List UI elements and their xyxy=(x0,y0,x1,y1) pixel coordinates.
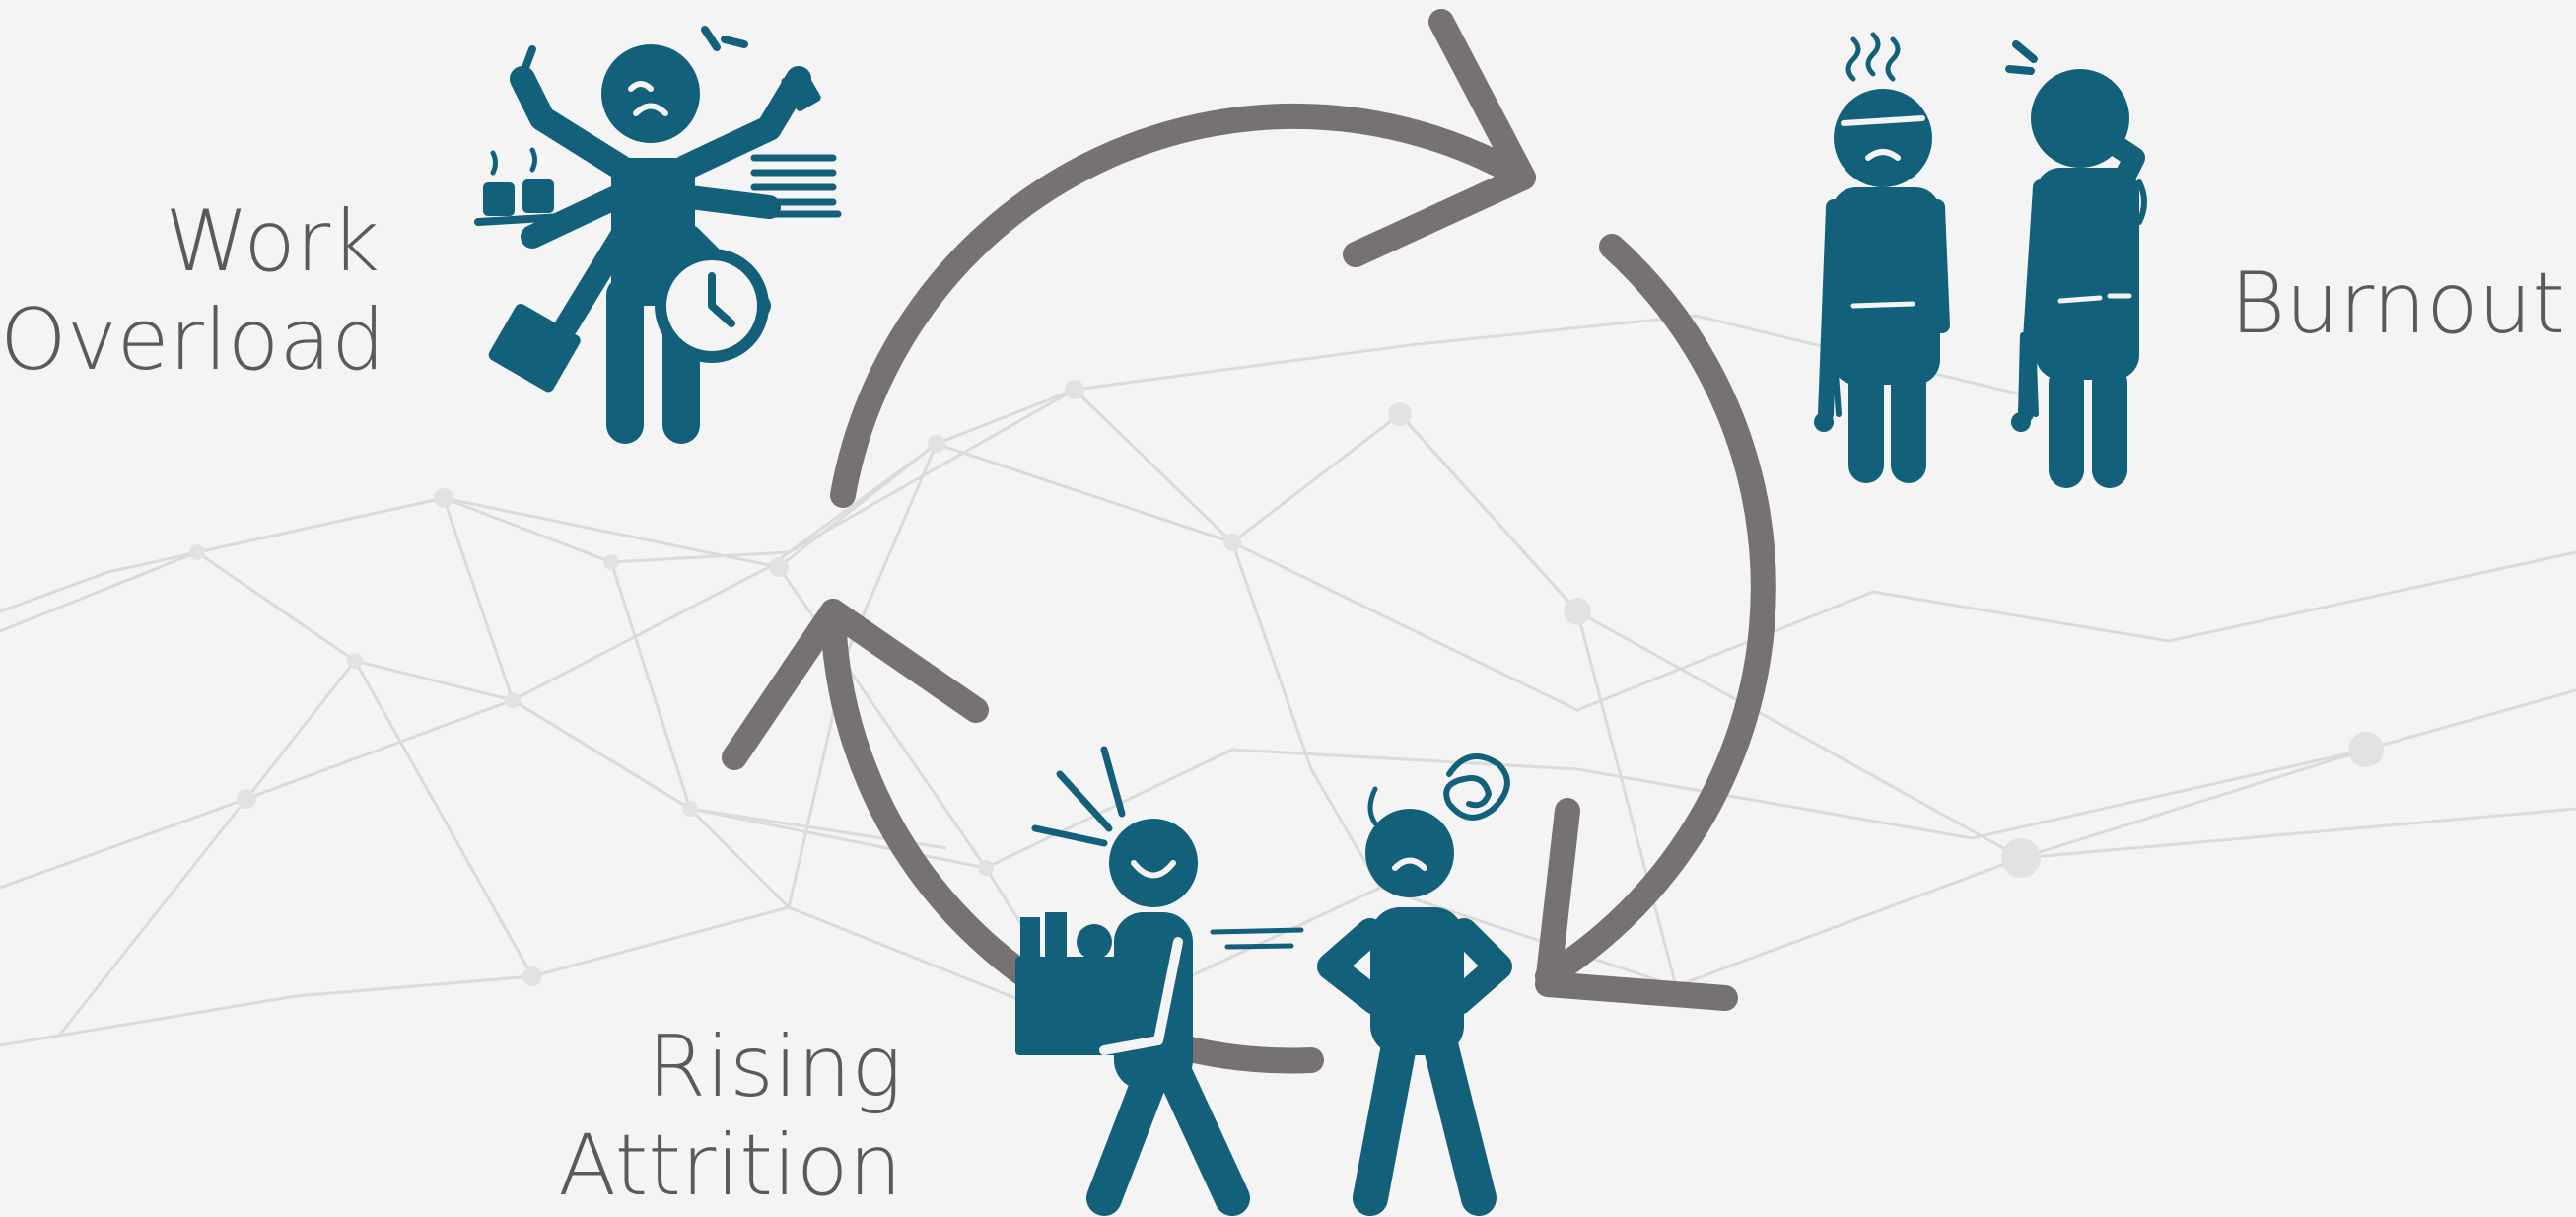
arrow-arc-top xyxy=(830,103,1536,508)
work-overload-line-1: Work xyxy=(165,192,380,291)
exhausted-people-icon xyxy=(1814,32,2147,488)
arrow-arc-right xyxy=(1535,234,1776,989)
arrowhead-top xyxy=(1343,9,1536,267)
multitasking-person-icon xyxy=(474,26,842,444)
arrowhead-right xyxy=(1535,798,1738,1011)
burnout-label: Burnout xyxy=(2230,254,2566,353)
rising-attrition-label: Rising Attrition xyxy=(552,1018,902,1215)
rising-attrition-line-2: Attrition xyxy=(558,1116,902,1215)
work-overload-line-2: Overload xyxy=(0,291,385,390)
employee-leaving-icon xyxy=(1015,746,1512,1216)
arrowhead-left xyxy=(722,599,989,770)
rising-attrition-line-1: Rising xyxy=(647,1018,902,1116)
work-overload-label: Work Overload xyxy=(0,192,385,390)
arrow-arc-left xyxy=(820,599,1324,1074)
